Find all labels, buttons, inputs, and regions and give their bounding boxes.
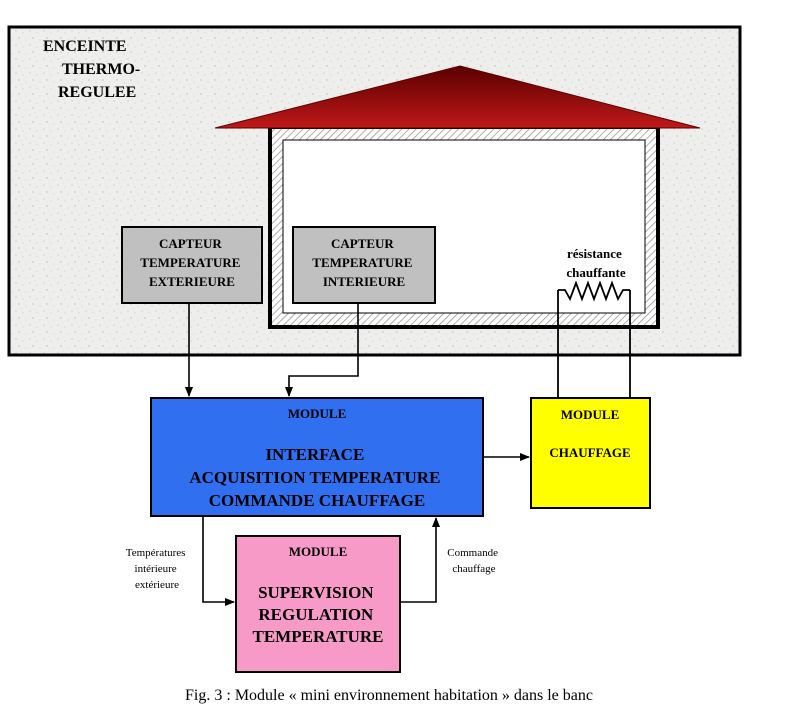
svg-text:CAPTEUR TEMPERATURE: CAPTEUR TEMPERATURE INTERIEURE bbox=[312, 236, 415, 289]
interior-sensor-arrow bbox=[285, 303, 359, 397]
enclosure-label: ENCEINTE THERMO- REGULEE bbox=[43, 38, 144, 101]
figure-caption: Fig. 3 : Module « mini environnement hab… bbox=[185, 687, 593, 704]
heating-resistor: résistance chauffante bbox=[557, 246, 631, 398]
interior-sensor: CAPTEUR TEMPERATURE INTERIEURE bbox=[292, 226, 436, 304]
connectors bbox=[185, 303, 530, 606]
supervision-module: MODULE SUPERVISION REGULATION TEMPERATUR… bbox=[235, 535, 401, 673]
supervision-module-header: MODULE bbox=[289, 544, 348, 559]
house-roof bbox=[214, 65, 701, 129]
heating-module-header: MODULE bbox=[561, 407, 620, 422]
command-annotation: Commande chauffage bbox=[447, 547, 500, 575]
interface-module-header: MODULE bbox=[288, 406, 347, 421]
svg-text:résistance chauffante: résistance chauffante bbox=[566, 246, 625, 280]
heating-module-title: CHAUFFAGE bbox=[549, 445, 630, 460]
heating-module: MODULE CHAUFFAGE bbox=[530, 397, 651, 509]
svg-text:INTERFACE ACQUISITION TE: INTERFACE ACQUISITION TEMPERATURE COMMAN… bbox=[189, 445, 444, 510]
exterior-sensor: CAPTEUR TEMPERATURE EXTERIEURE bbox=[121, 226, 263, 304]
svg-text:CAPTEUR TEMPERATURE: CAPTEUR TEMPERATURE EXTERIEURE bbox=[140, 236, 243, 289]
temperatures-annotation: Températures intérieure extérieure bbox=[126, 547, 188, 591]
temperatures-to-supervision-arrow bbox=[202, 516, 235, 606]
supervision-to-interface-arrow bbox=[400, 517, 440, 603]
svg-text:SUPERVISION REGULATION: SUPERVISION REGULATION TEMPERATURE bbox=[253, 583, 384, 646]
resistor-zigzag-icon bbox=[558, 280, 630, 302]
interface-module: MODULE INTERFACE ACQUISITION TEMPERATURE… bbox=[150, 397, 484, 517]
